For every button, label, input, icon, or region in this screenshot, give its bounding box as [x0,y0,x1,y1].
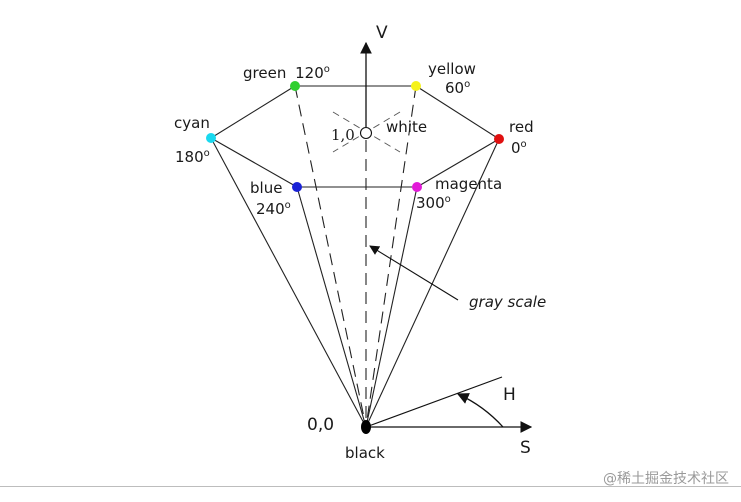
cone-edge-magenta [365,186,418,428]
hex-edge-red-magenta [416,138,500,188]
origin-value-label: 0,0 [307,415,334,435]
green-label: green 120o [243,64,330,82]
hex-edge-yellow-red [415,85,500,140]
white-label: white [386,118,427,136]
blue-degree: o [285,200,291,211]
hexagon-face [210,85,500,188]
cyan-angle: 180 [175,148,204,166]
hue-axis-label: H [503,385,516,405]
red-name-label: red [509,118,534,136]
red-angle-label: 0o [511,139,527,157]
green-name: green [243,64,286,82]
saturation-axis-label: S [520,438,531,458]
blue-point [292,182,302,192]
cone-edge-cyan [210,137,367,428]
hex-edge-blue-cyan [210,137,298,188]
magenta-name-label: magenta [435,175,502,193]
white-point [359,126,373,140]
cone-edge-red [365,138,500,428]
red-angle: 0 [511,139,521,157]
blue-angle: 240 [256,200,285,218]
gray-scale-pointer [369,245,459,301]
red-point [494,134,504,144]
cone-dashed-edges [294,85,417,428]
white-value-label: 1,0 [331,126,355,144]
magenta-angle-label: 300o [416,194,451,212]
red-degree: o [521,139,527,150]
cone-solid-edges [210,137,500,428]
watermark-text: @稀土掘金技术社区 [603,471,729,487]
magenta-degree: o [445,194,451,205]
cone-edge-green-hidden [294,85,367,428]
yellow-point [411,81,421,91]
cyan-name-label: cyan [174,114,210,132]
yellow-name-label: yellow [428,60,476,78]
cone-edge-blue [296,186,367,428]
bottom-divider [0,486,741,487]
blue-angle-label: 240o [256,200,291,218]
yellow-degree: o [464,79,470,90]
hue-angle-arc [456,393,504,428]
yellow-angle-label: 60o [445,79,470,97]
magenta-point [412,182,422,192]
black-label: black [345,444,385,462]
value-axis-label: V [376,23,388,43]
hue-direction-line [365,376,503,428]
green-angle: 120 [295,64,324,82]
hex-edge-cyan-green [210,85,296,139]
cyan-angle-label: 180o [175,148,210,166]
green-degree: o [324,64,330,75]
blue-name-label: blue [250,179,282,197]
black-point [361,420,371,434]
magenta-angle: 300 [416,194,445,212]
cone-edge-yellow-hidden [365,85,417,428]
green-point [290,81,300,91]
cyan-point [206,133,216,143]
cyan-degree: o [204,148,210,159]
yellow-angle: 60 [445,79,464,97]
gray-scale-label: gray scale [469,293,546,311]
